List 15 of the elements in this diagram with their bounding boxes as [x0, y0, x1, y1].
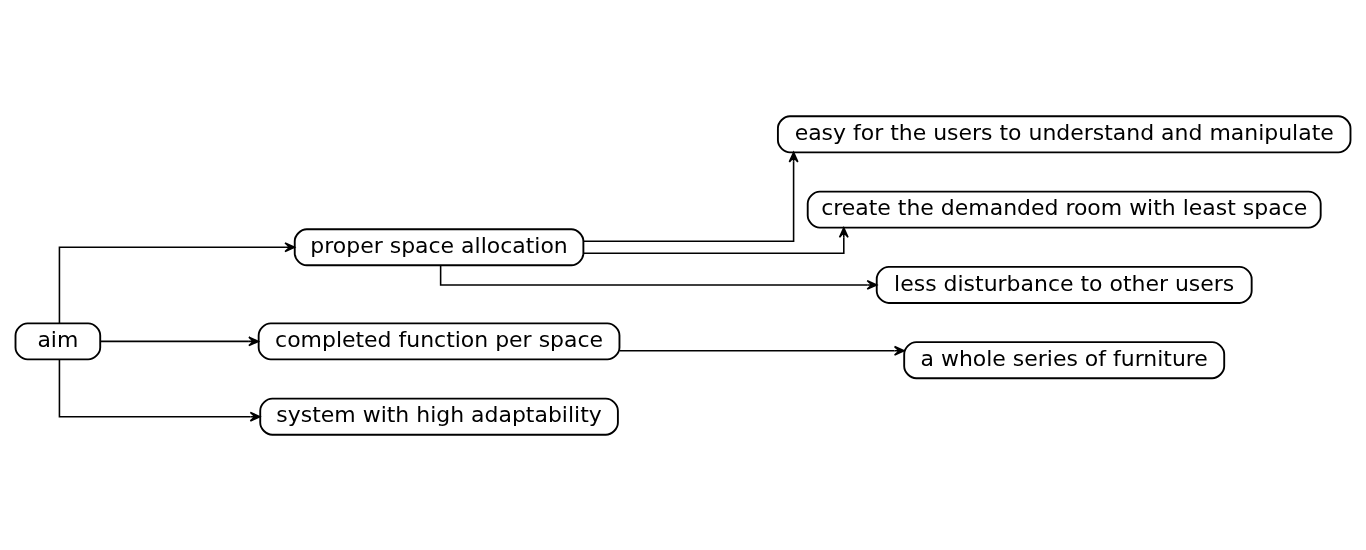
node-box: proper space allocation	[293, 227, 585, 266]
arrow	[439, 264, 878, 290]
node-box: easy for the users to understand and manipulate	[776, 114, 1352, 153]
arrow	[58, 241, 296, 324]
node-box: create the demanded room with least space	[806, 190, 1322, 229]
node-box: a whole series of furniture	[903, 340, 1226, 379]
node-box: aim	[14, 321, 102, 360]
node-box: completed function per space	[257, 321, 621, 360]
node-box: less disturbance to other users	[875, 265, 1253, 304]
arrow	[58, 358, 261, 422]
node-box: system with high adaptability	[259, 397, 619, 436]
arrow	[100, 335, 260, 346]
arrow	[619, 345, 905, 356]
arrow	[583, 151, 799, 242]
arrow	[582, 226, 849, 254]
